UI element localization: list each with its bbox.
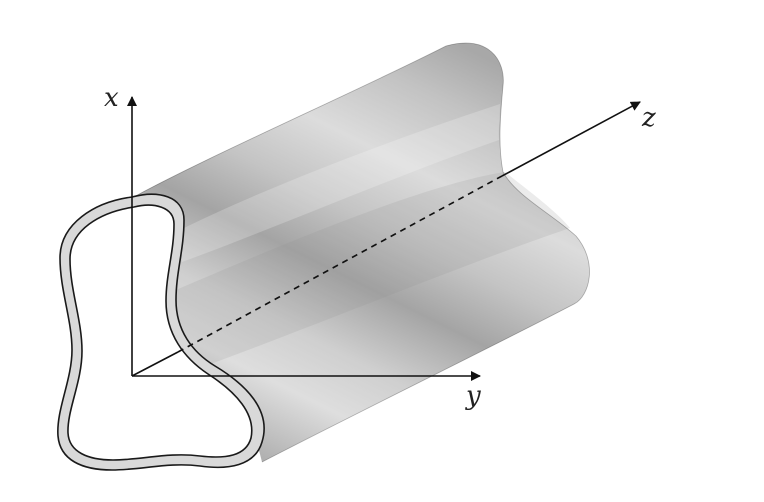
z-axis-label: z — [641, 103, 656, 133]
z-axis-visible-start — [131, 351, 179, 377]
tube-shell-highlight-band — [180, 104, 500, 262]
tube-top-edge — [131, 42, 590, 463]
tube-shell-shadow-band — [171, 172, 570, 368]
z-axis-line — [501, 101, 641, 177]
y-axis-label: y — [465, 381, 481, 411]
x-axis-label: x — [104, 83, 119, 113]
cross-section-inner — [67, 204, 253, 461]
tube-shell-surface — [132, 42, 590, 462]
